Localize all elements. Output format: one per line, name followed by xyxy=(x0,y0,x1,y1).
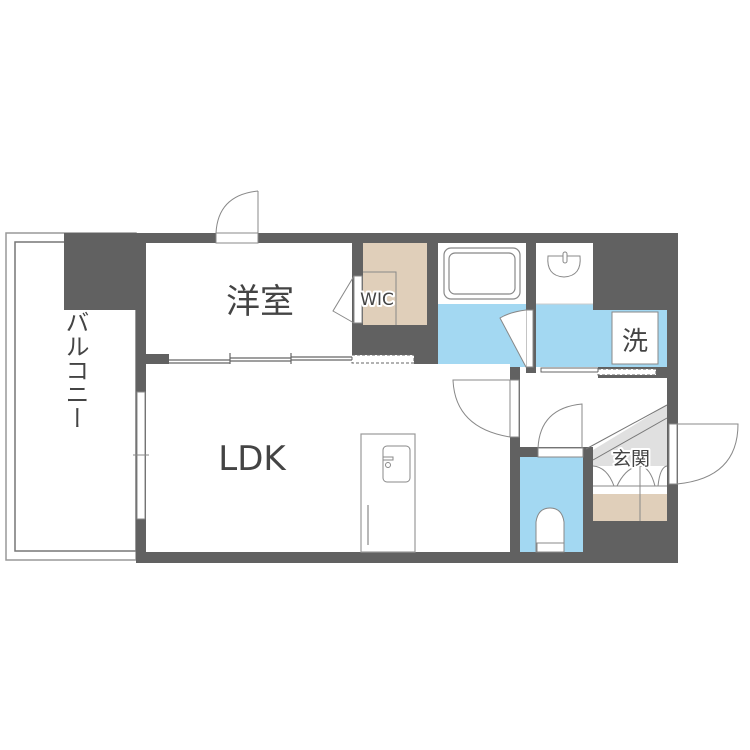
western-room-floor xyxy=(146,243,352,354)
laundry-label: 洗 xyxy=(622,327,648,357)
wic-area xyxy=(332,243,427,325)
sink-icon xyxy=(547,255,581,278)
washroom: 洗 xyxy=(536,243,667,367)
laundry-box xyxy=(611,311,659,365)
entrance-door xyxy=(676,423,739,485)
toilet xyxy=(520,403,584,553)
bath-door xyxy=(525,309,534,368)
ldk-door xyxy=(452,379,520,438)
kitchen-unit xyxy=(360,433,416,553)
balcony-window xyxy=(133,391,149,520)
balcony-label: バルコニー xyxy=(61,310,89,430)
ldk-label: LDK xyxy=(218,439,287,479)
western-room-door xyxy=(215,190,259,244)
shoe-cabinet xyxy=(593,494,667,521)
toilet-bowl-icon xyxy=(535,507,565,553)
wic-label: WIC xyxy=(360,290,394,310)
bathroom xyxy=(438,243,534,368)
sliding-doors xyxy=(169,353,352,366)
ldk-floor xyxy=(146,364,510,552)
western-room-label: 洋室 xyxy=(226,282,294,322)
washroom-sliding-door xyxy=(540,367,657,376)
entrance-label: 玄関 xyxy=(612,448,650,470)
entrance: 玄関 xyxy=(585,404,739,521)
